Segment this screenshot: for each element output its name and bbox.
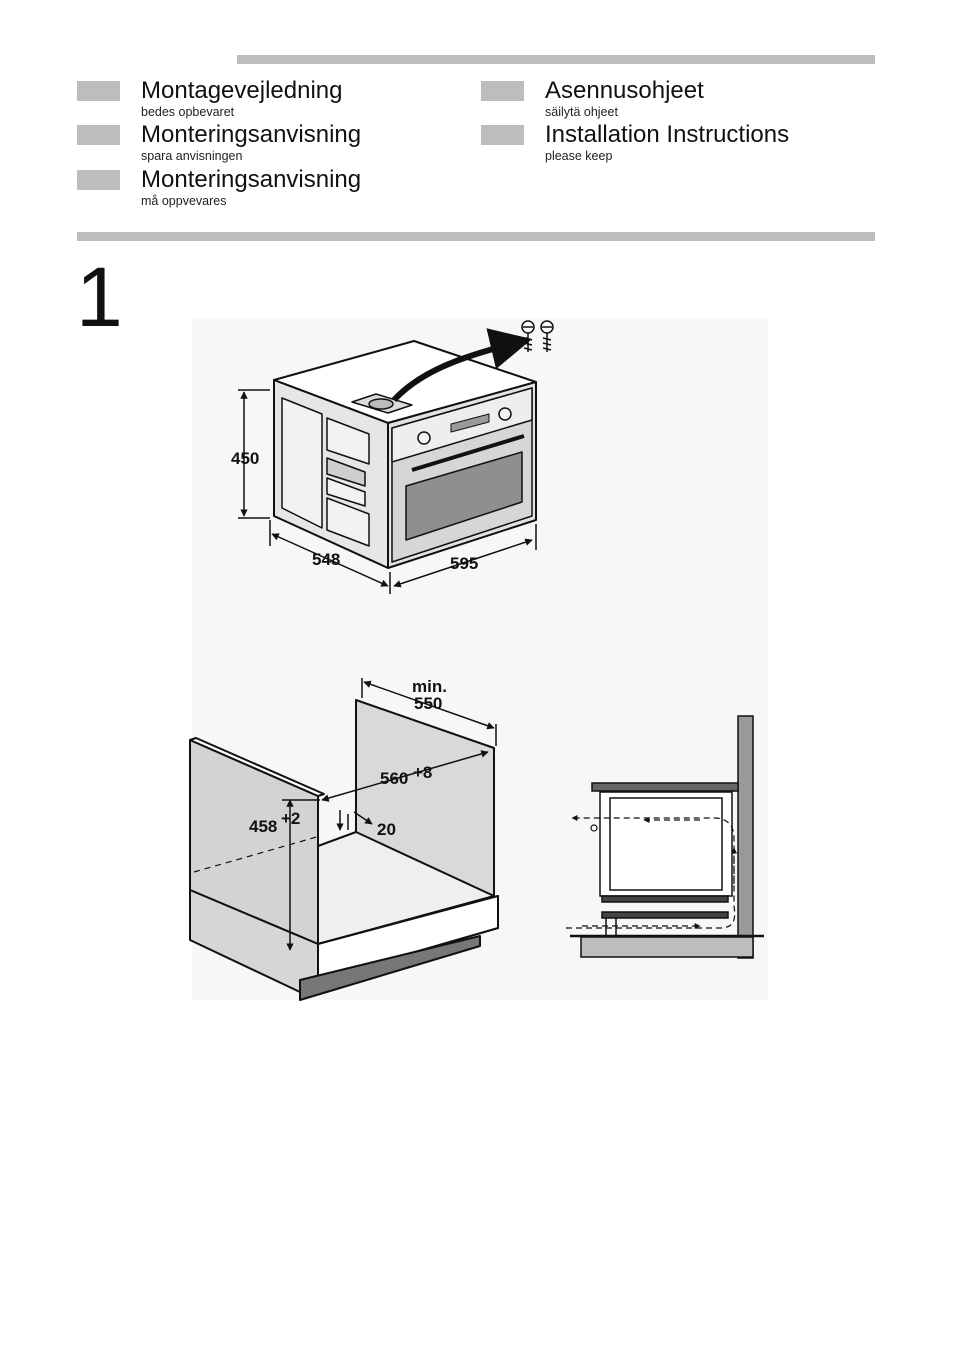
language-swatch — [77, 125, 120, 145]
cabinet-min-depth-label: 550 — [414, 694, 442, 713]
screw-removal-arrow — [391, 328, 533, 403]
language-swatch — [481, 81, 524, 101]
oven-illustration — [273, 340, 537, 569]
language-subtitle: må oppvevares — [141, 194, 227, 208]
language-title: Montagevejledning — [141, 77, 343, 104]
oven-dimensions — [238, 389, 537, 594]
header-divider — [77, 232, 875, 241]
cabinet-height-label: 458 — [249, 817, 277, 836]
cabinet-gap-label: 20 — [377, 820, 396, 839]
language-swatch — [77, 170, 120, 190]
oven-height-label: 450 — [231, 449, 259, 468]
cabinet-width-tol: +8 — [413, 763, 432, 782]
oven-depth-label: 548 — [312, 550, 340, 569]
language-title: Monteringsanvisning — [141, 121, 362, 148]
base-block — [580, 936, 754, 958]
language-swatch — [481, 125, 524, 145]
language-subtitle: spara anvisningen — [141, 149, 243, 163]
airflow-paths — [566, 815, 737, 929]
screws — [521, 320, 554, 352]
cabinet-min-label: min. — [412, 677, 447, 696]
language-title: Asennusohjeet — [545, 77, 704, 104]
cabinet-width-label: 560 — [380, 769, 408, 788]
step-number: 1 — [76, 250, 123, 344]
ventilation-side-view — [570, 715, 764, 959]
language-subtitle: säilytä ohjeet — [545, 105, 618, 119]
cabinet-height-tol: +2 — [281, 809, 300, 828]
language-title: Installation Instructions — [545, 121, 790, 148]
countertop — [591, 782, 739, 792]
cabinet-dimensions — [282, 678, 497, 951]
language-subtitle: bedes opbevaret — [141, 105, 235, 119]
oven-width-label: 595 — [450, 554, 478, 573]
language-subtitle: please keep — [545, 149, 613, 163]
cabinet-plinth — [299, 935, 481, 1001]
oven-window — [405, 451, 523, 541]
vent-knob — [590, 824, 598, 832]
wall — [737, 715, 754, 959]
header-top-rule — [237, 55, 875, 64]
language-title: Monteringsanvisning — [141, 166, 362, 193]
language-swatch — [77, 81, 120, 101]
